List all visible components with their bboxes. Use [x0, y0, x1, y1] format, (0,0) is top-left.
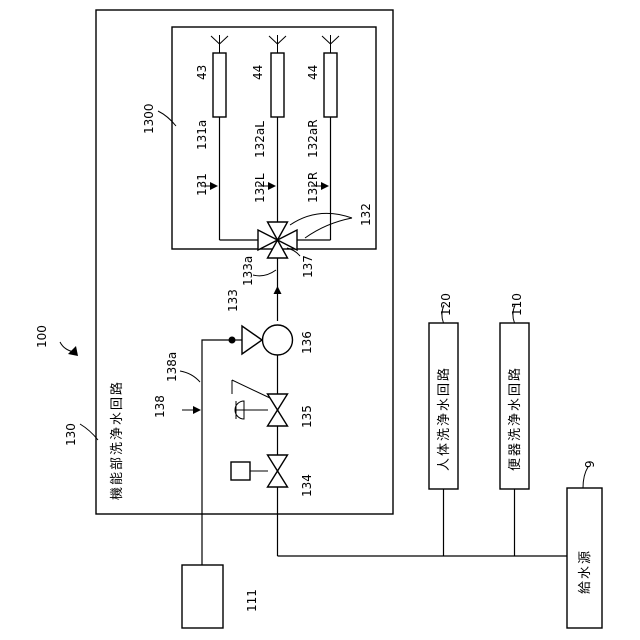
label-132aL: 132aL	[253, 121, 267, 158]
svg-text:浄: 浄	[508, 413, 523, 426]
label-132: 132	[359, 203, 373, 226]
svg-text:洗: 洗	[508, 428, 523, 441]
leader-9	[583, 467, 588, 488]
svg-text:回: 回	[110, 397, 125, 410]
svg-text:体: 体	[437, 443, 452, 456]
label-1300: 1300	[142, 103, 156, 134]
svg-text:路: 路	[109, 382, 125, 395]
svg-text:水: 水	[110, 412, 125, 425]
svg-text:能: 能	[110, 472, 125, 485]
device-111-box	[182, 565, 223, 628]
label-9: 9	[583, 460, 597, 468]
svg-text:器: 器	[508, 443, 523, 456]
bowl-wash-circuit-text: 便 器 洗 浄 水 回 路	[507, 368, 523, 471]
svg-text:給: 給	[578, 581, 593, 594]
label-138: 138	[153, 395, 167, 418]
svg-text:人: 人	[437, 458, 452, 471]
label-131: 131	[195, 173, 209, 196]
svg-text:洗: 洗	[110, 442, 125, 455]
label-120: 120	[439, 293, 453, 316]
label-130: 130	[64, 423, 78, 446]
label-44-right: 44	[306, 65, 320, 80]
svg-text:回: 回	[437, 383, 452, 396]
body-wash-circuit-text: 人 体 洗 浄 水 回 路	[436, 368, 452, 471]
label-138a: 138a	[165, 352, 179, 382]
label-131a: 131a	[195, 120, 209, 150]
svg-text:路: 路	[507, 368, 523, 381]
label-44-center: 44	[251, 65, 265, 80]
svg-text:機: 機	[110, 487, 125, 500]
svg-text:便: 便	[508, 458, 523, 471]
label-100: 100	[35, 325, 49, 348]
svg-text:洗: 洗	[437, 428, 452, 441]
svg-text:水: 水	[578, 566, 593, 579]
svg-text:水: 水	[508, 398, 523, 411]
label-135: 135	[300, 405, 314, 428]
label-133a: 133a	[241, 256, 255, 286]
label-132aR: 132aR	[306, 119, 320, 158]
svg-text:浄: 浄	[110, 427, 125, 440]
svg-text:源: 源	[578, 551, 593, 564]
svg-text:浄: 浄	[437, 413, 452, 426]
label-132R: 132R	[306, 172, 320, 203]
label-137: 137	[301, 255, 315, 278]
label-136: 136	[300, 331, 314, 354]
label-132L: 132L	[253, 173, 267, 203]
water-source-text: 給 水 源	[578, 551, 593, 594]
svg-text:路: 路	[436, 368, 452, 381]
label-43: 43	[195, 65, 209, 80]
label-110: 110	[510, 293, 524, 316]
label-133: 133	[226, 289, 240, 312]
label-111: 111	[245, 589, 259, 612]
label-134: 134	[300, 474, 314, 497]
svg-text:回: 回	[508, 383, 523, 396]
svg-text:部: 部	[110, 457, 125, 470]
svg-text:水: 水	[437, 398, 452, 411]
